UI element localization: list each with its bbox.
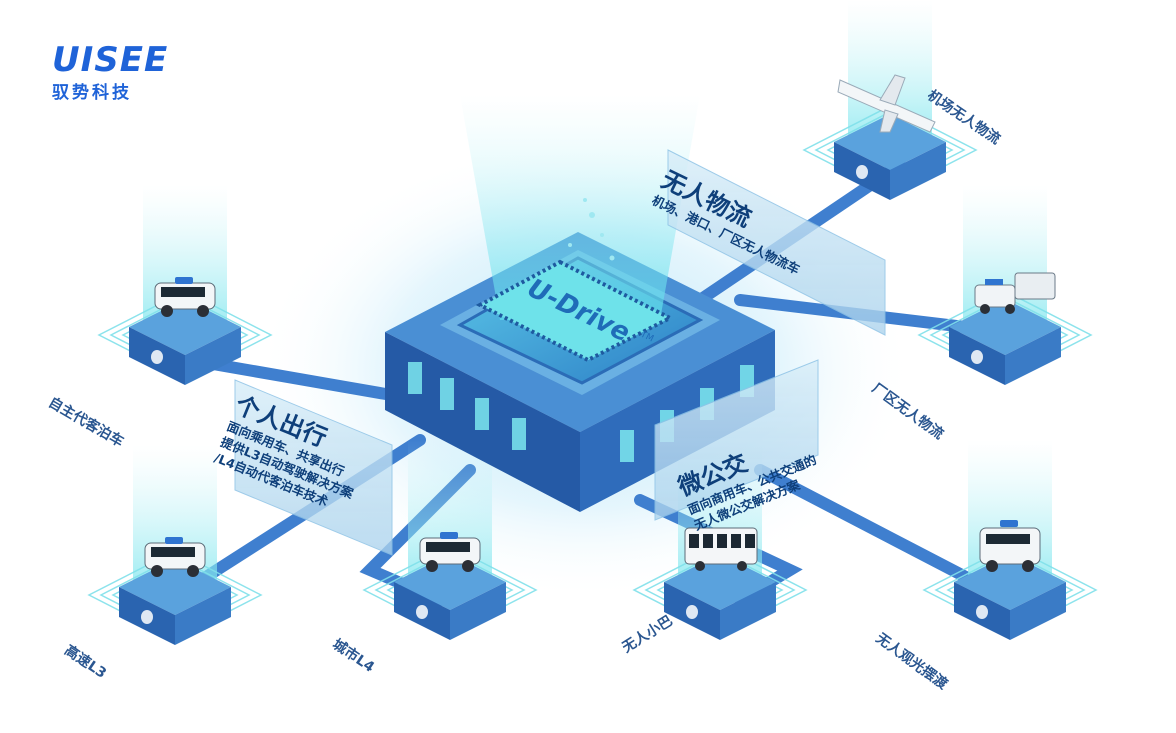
node-airport [802,0,978,200]
u-drive-chip: U-Drive TM [475,259,675,363]
center-beam [460,95,700,320]
panel-logistics-bg [667,149,886,336]
node-highway [87,445,263,645]
car-icon [419,532,481,572]
logistics-truck-icon [974,272,1056,314]
panel-microbus-bg [654,359,819,521]
path-valet [184,354,426,406]
bus-icon [684,527,758,571]
node-valet [97,185,273,385]
panel-personal-bg [234,379,393,556]
node-factory [917,185,1093,385]
car-icon [144,537,206,577]
airplane-icon [837,74,936,133]
shuttle-icon [979,520,1041,572]
car-icon [154,277,216,317]
brand-logo: UISEE [52,40,169,80]
node-urban [362,440,538,640]
node-tour [922,440,1098,640]
particles [568,198,615,261]
brand-subtitle: 驭势科技 [52,83,132,103]
